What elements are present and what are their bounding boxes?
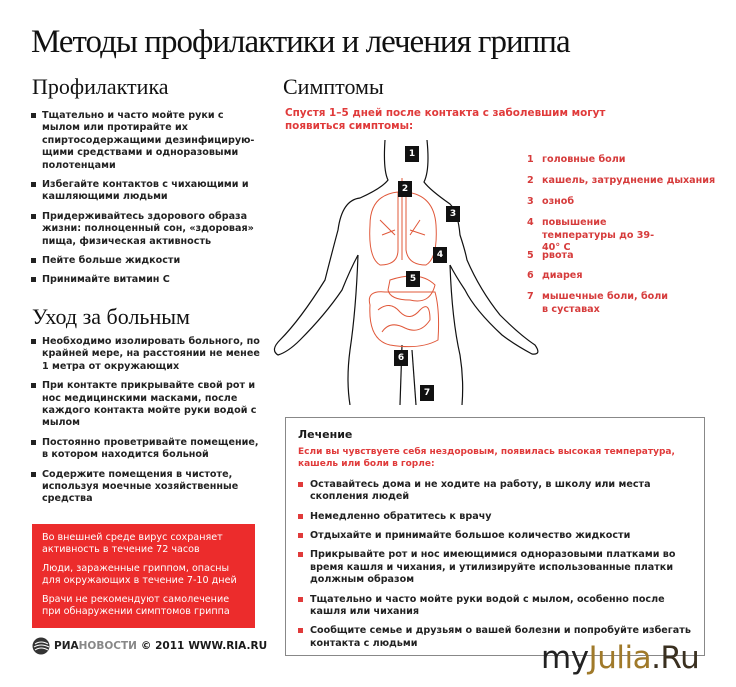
symptom-num: 4 bbox=[527, 217, 534, 228]
watermark-a: my bbox=[541, 640, 589, 676]
list-item: Тщательно и часто мойте руки водой с мыл… bbox=[298, 594, 692, 619]
fact: Люди, зараженные гриппом, опасны для окр… bbox=[42, 562, 237, 587]
symptom-num: 3 bbox=[527, 196, 534, 207]
symptom-text: головные боли bbox=[542, 154, 626, 165]
watermark-b: Julia bbox=[588, 640, 652, 676]
list-item: Немедленно обратитесь к врачу bbox=[298, 511, 692, 523]
body-marker: 4 bbox=[433, 247, 447, 263]
symptom-item: 6 диарея bbox=[527, 270, 582, 283]
symptom-num: 2 bbox=[527, 175, 534, 186]
body-outline bbox=[273, 140, 539, 405]
body-marker: 1 bbox=[405, 146, 419, 162]
list-item: Содержите помещения в чистоте, используя… bbox=[30, 469, 262, 506]
list-item: Отдыхайте и принимайте большое количеств… bbox=[298, 530, 692, 542]
symptom-text: мышечные боли, боли в суставах bbox=[542, 291, 669, 315]
list-item: При контакте прикрывайте свой рот и нос … bbox=[30, 380, 262, 430]
care-heading: Уход за больным bbox=[32, 304, 190, 329]
symptom-item: 2 кашель, затруднение дыхания bbox=[527, 175, 715, 188]
watermark-c: .Ru bbox=[651, 640, 700, 676]
left-lung bbox=[369, 191, 399, 266]
symptom-item: 4 повышение температуры до 39-40° С bbox=[527, 217, 662, 255]
fact: Врачи не рекомендуют самолечение при обн… bbox=[42, 593, 230, 618]
copyright: © 2011 bbox=[140, 640, 185, 652]
facts-box: Во внешней среде вирус сохраняет активно… bbox=[32, 524, 255, 628]
list-item: Избегайте контактов с чихающими и кашляю… bbox=[30, 179, 258, 204]
symptom-num: 5 bbox=[527, 250, 534, 261]
treatment-list: Оставайтесь дома и не ходите на работу, … bbox=[298, 479, 692, 650]
symptom-text: озноб bbox=[542, 196, 575, 207]
treatment-heading: Лечение bbox=[298, 428, 353, 441]
list-item: Необходимо изолировать больного, по край… bbox=[30, 336, 262, 373]
ria-url: WWW.RIA.RU bbox=[188, 640, 268, 652]
symptom-text: повышение температуры до 39-40° С bbox=[542, 217, 655, 254]
body-marker: 7 bbox=[420, 385, 434, 401]
ria-logo-b: НОВОСТИ bbox=[78, 640, 137, 652]
symptom-item: 5 рвота bbox=[527, 250, 574, 263]
symptom-num: 6 bbox=[527, 270, 534, 281]
list-item: Прикрывайте рот и нос имеющимися однораз… bbox=[298, 549, 692, 586]
symptom-item: 7 мышечные боли, боли в суставах bbox=[527, 291, 672, 316]
symptom-text: кашель, затруднение дыхания bbox=[542, 175, 716, 186]
list-item: Придерживайтесь здорового образа жизни: … bbox=[30, 211, 258, 248]
body-marker: 3 bbox=[446, 206, 460, 222]
symptom-num: 1 bbox=[527, 154, 534, 165]
ria-globe-icon bbox=[32, 637, 50, 655]
list-item: Тщательно и часто мойте руки с мылом или… bbox=[30, 110, 258, 172]
list-item: Постоянно проветривайте помещение, в кот… bbox=[30, 437, 262, 462]
prevention-heading: Профилактика bbox=[32, 74, 169, 99]
right-lung bbox=[405, 191, 437, 266]
watermark: myJulia.Ru bbox=[541, 640, 700, 676]
body-marker: 2 bbox=[398, 181, 412, 197]
list-item: Оставайтесь дома и не ходите на работу, … bbox=[298, 479, 692, 504]
list-item: Пейте больше жидкости bbox=[30, 255, 258, 267]
symptom-num: 7 bbox=[527, 291, 534, 302]
symptom-text: диарея bbox=[542, 270, 583, 281]
ria-logo-a: РИА bbox=[54, 640, 79, 652]
list-item: Принимайте витамин С bbox=[30, 274, 258, 286]
symptom-item: 3 озноб bbox=[527, 196, 574, 209]
fact: Во внешней среде вирус сохраняет активно… bbox=[42, 532, 223, 556]
organs bbox=[368, 178, 440, 348]
symptom-text: рвота bbox=[542, 250, 574, 261]
body-marker: 6 bbox=[394, 350, 408, 366]
care-list: Необходимо изолировать больного, по край… bbox=[30, 336, 262, 513]
symptoms-subtitle: Спустя 1–5 дней после контакта с заболев… bbox=[285, 107, 606, 132]
symptoms-heading: Симптомы bbox=[283, 74, 384, 99]
treatment-box: Лечение Если вы чувствуете себя нездоров… bbox=[285, 417, 705, 656]
treatment-subtitle: Если вы чувствуете себя нездоровым, появ… bbox=[298, 447, 675, 470]
prevention-list: Тщательно и часто мойте руки с мылом или… bbox=[30, 110, 258, 294]
intestines bbox=[368, 291, 440, 348]
symptom-item: 1 головные боли bbox=[527, 154, 625, 167]
list-item: Сообщите семье и друзьям о вашей болезни… bbox=[298, 625, 692, 650]
page-title: Методы профилактики и лечения гриппа bbox=[31, 24, 571, 60]
body-marker: 5 bbox=[406, 271, 420, 287]
